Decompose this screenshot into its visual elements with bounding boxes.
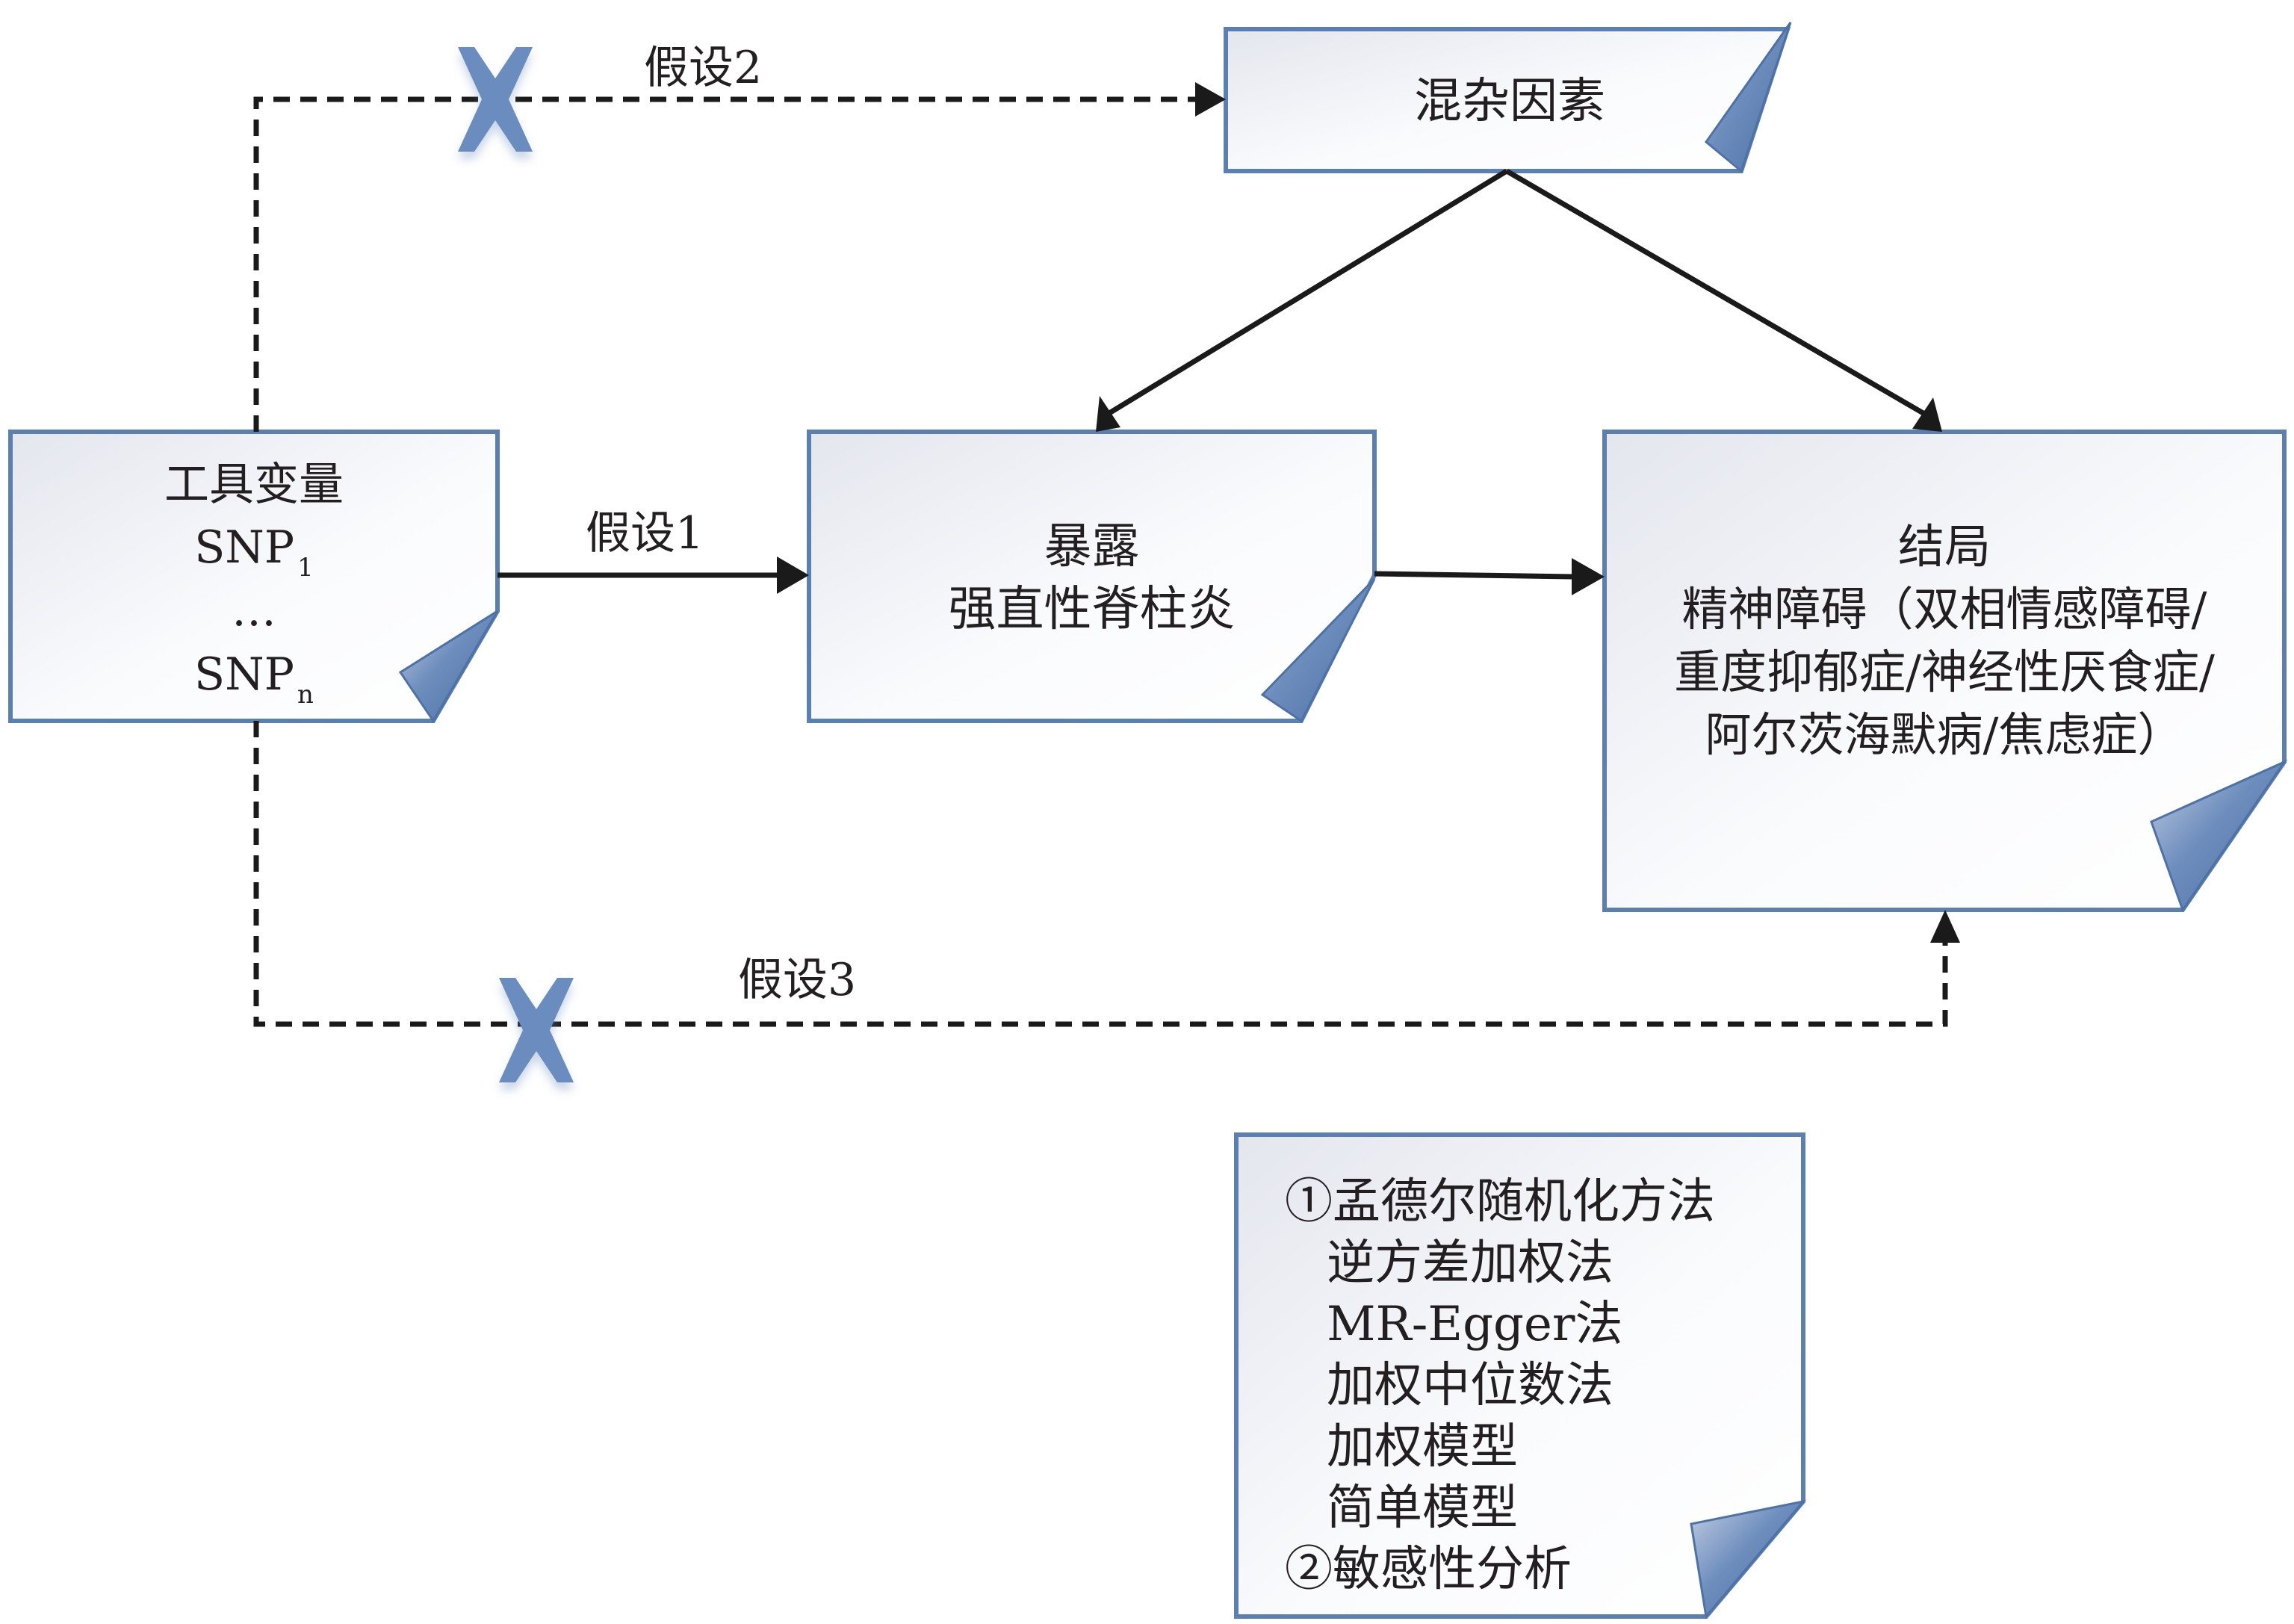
- methods-item: 简单模型: [1327, 1481, 1518, 1536]
- blocked-cross-hyp2-icon: [458, 47, 533, 152]
- snp-first-sub: 1: [297, 553, 314, 583]
- arrowhead-outcome-bottom-icon: [1930, 910, 1960, 943]
- methods-item: 加权中位数法: [1327, 1358, 1613, 1413]
- outcome-node-text: 结局 精神障碍（双相情感障碍/ 重度抑郁症/神经性厌食症/ 阿尔茨海默病/焦虑症…: [1605, 515, 2284, 766]
- outcome-line-3: 阿尔茨海默病/焦虑症）: [1705, 707, 2184, 762]
- methods-box: [1234, 1132, 1806, 1620]
- confounder-box-fold-icon: [1704, 22, 1792, 173]
- confounder-node-text: 混杂因素: [1226, 71, 1794, 133]
- edge-confounder-exposure: [1108, 169, 1508, 415]
- arrowhead-exposure-top-icon: [1096, 396, 1120, 432]
- instrument-title: 工具变量: [164, 459, 344, 511]
- outcome-line-2: 重度抑郁症/神经性厌食症/: [1674, 645, 2215, 699]
- methods-item: ①孟德尔随机化方法: [1285, 1174, 1715, 1230]
- edge-instrument-outcome: [253, 721, 1948, 1027]
- edge-instrument-confounder: [253, 96, 1195, 432]
- edge-label-hyp2: 假设2: [644, 42, 763, 94]
- exposure-node-text: 暴露 强直性脊柱炎: [809, 515, 1374, 641]
- methods-item: MR-Egger法: [1327, 1297, 1623, 1352]
- edge-confounder-outcome: [1505, 168, 1927, 418]
- edge-label-hyp3: 假设3: [738, 954, 857, 1006]
- arrowhead-outcome-top-icon: [1912, 397, 1942, 432]
- outcome-box: [1602, 430, 2288, 913]
- arrowhead-confounder-icon: [1195, 82, 1226, 117]
- outcome-box-fold-icon: [2150, 759, 2288, 913]
- snp-last-base: SNP: [194, 648, 295, 701]
- instrument-ellipsis: …: [232, 584, 276, 637]
- exposure-box-fold-icon: [1260, 577, 1376, 723]
- methods-box-fold-icon: [1690, 1499, 1806, 1620]
- snp-last-sub: n: [297, 680, 314, 710]
- confounder-box: [1224, 22, 1792, 173]
- confounder-title: 混杂因素: [1414, 74, 1605, 129]
- exposure-title: 暴露: [1044, 519, 1140, 574]
- snp-first-base: SNP: [194, 521, 295, 574]
- methods-item: 加权模型: [1327, 1419, 1518, 1475]
- exposure-name: 强直性脊柱炎: [948, 582, 1236, 637]
- exposure-box: [807, 430, 1377, 723]
- methods-list: ①孟德尔随机化方法 逆方差加权法 MR-Egger法 加权中位数法 加权模型 简…: [1285, 1171, 1715, 1600]
- methods-item: ②敏感性分析: [1285, 1542, 1572, 1597]
- instrument-box-fold-icon: [398, 610, 499, 723]
- blocked-cross-hyp3-icon: [499, 978, 574, 1082]
- arrowhead-exposure-icon: [777, 557, 809, 594]
- outcome-line-1: 精神障碍（双相情感障碍/: [1681, 582, 2207, 636]
- edge-exposure-outcome: [1374, 571, 1572, 580]
- methods-item: 逆方差加权法: [1327, 1236, 1613, 1291]
- outcome-title: 结局: [1897, 519, 1991, 574]
- instrument-box: [8, 430, 500, 723]
- edge-label-hyp1: 假设1: [586, 507, 704, 560]
- arrowhead-outcome-left-icon: [1572, 558, 1605, 595]
